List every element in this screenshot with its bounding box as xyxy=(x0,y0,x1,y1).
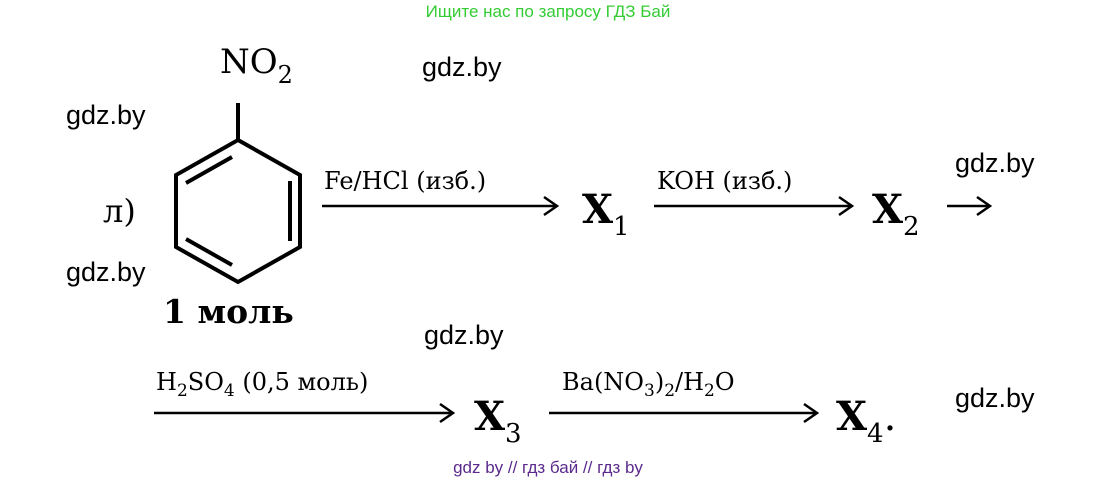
product-x1-sub: 1 xyxy=(613,212,630,242)
product-x4: X4. xyxy=(836,393,897,449)
watermark: gdz.by xyxy=(66,100,146,130)
reagent-ba-mid: ) xyxy=(654,368,665,396)
reagent-ba-sub2: 2 xyxy=(664,381,676,401)
arrow-head xyxy=(543,195,560,217)
item-label: л) xyxy=(103,192,136,230)
bottom-banner: gdz by // гдз бай // гдз by xyxy=(453,458,643,477)
product-x4-main: X xyxy=(836,393,868,440)
arrow-head xyxy=(976,195,993,217)
double-bond-inner xyxy=(185,155,233,185)
reagent-ba-sub1: 3 xyxy=(643,381,655,401)
product-x1: X1 xyxy=(582,186,630,242)
arrow-head xyxy=(838,195,855,217)
product-x3: X3 xyxy=(474,393,522,449)
watermark: gdz.by xyxy=(424,320,504,350)
product-x3-sub: 3 xyxy=(505,419,522,449)
product-x3-main: X xyxy=(474,393,506,440)
nitro-group: NO2 xyxy=(220,42,293,89)
arrow-head xyxy=(803,402,820,424)
reagent-h: H xyxy=(156,368,177,396)
product-x2: X2 xyxy=(872,186,920,242)
double-bond-inner xyxy=(185,237,233,267)
reagent-ba-end: O xyxy=(714,368,735,396)
reagent-step-2: KOH (изб.) xyxy=(657,167,793,195)
watermark: gdz.by xyxy=(66,257,146,287)
reagent-so-sub: 4 xyxy=(223,381,235,401)
reagent-so: SO xyxy=(187,368,224,396)
reagent-h-sub: 2 xyxy=(176,381,188,401)
reagent-step-4: Ba(NO3)2/H2O xyxy=(562,368,735,401)
arrow-head xyxy=(439,402,456,424)
reagent-step-3: H2SO4 (0,5 моль) xyxy=(156,368,369,401)
product-x2-sub: 2 xyxy=(903,212,920,242)
reagent-ba-rest: /H xyxy=(675,368,705,396)
product-x2-main: X xyxy=(872,186,904,233)
watermark: gdz.by xyxy=(955,383,1035,413)
product-x4-sub: 4 xyxy=(867,419,884,449)
watermark: gdz.by xyxy=(955,148,1035,178)
benzene-ring xyxy=(174,137,302,285)
reagent-ba-sub3: 2 xyxy=(704,381,715,401)
nitro-main: NO xyxy=(220,42,278,82)
reagent-amount: (0,5 моль) xyxy=(234,368,369,396)
top-banner: Ищите нас по запросу ГДЗ Бай xyxy=(425,2,671,21)
reagent-ba: Ba(NO xyxy=(562,368,644,396)
product-x4-period: . xyxy=(883,394,897,440)
nitro-subscript: 2 xyxy=(277,61,293,89)
reagent-step-1: Fe/HCl (изб.) xyxy=(324,167,487,195)
product-x1-main: X xyxy=(582,186,614,233)
watermark: gdz.by xyxy=(422,52,502,82)
reactant-amount: 1 моль xyxy=(163,292,294,331)
